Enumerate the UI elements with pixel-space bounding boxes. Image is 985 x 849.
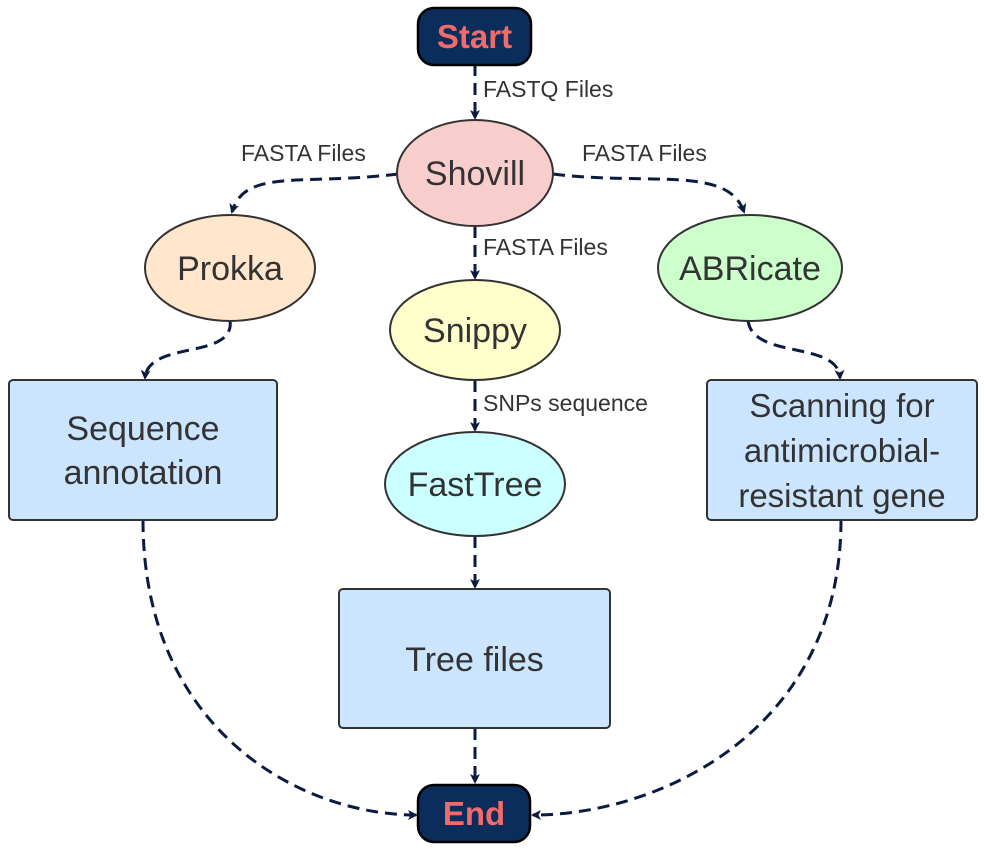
edge-shovill-abricate <box>552 172 747 214</box>
sequence-annotation-label-line1: Sequence <box>66 410 219 448</box>
edge-labels: FASTQ Files FASTA Files FASTA Files FAST… <box>241 76 707 416</box>
tree-files-label: Tree files <box>405 641 544 679</box>
prokka-label: Prokka <box>177 250 283 288</box>
label-fasta-files-center: FASTA Files <box>483 234 608 260</box>
abricate-node: ABRicate <box>657 214 843 322</box>
edge-prokka-annotation <box>140 319 232 380</box>
edges <box>140 64 845 820</box>
shovill-node: Shovill <box>396 119 554 227</box>
sequence-annotation-label-line2: annotation <box>64 454 223 492</box>
edge-shovill-prokka <box>229 172 399 214</box>
label-fasta-files-right: FASTA Files <box>582 140 707 166</box>
snippy-label: Snippy <box>423 312 527 350</box>
tree-files-node: Tree files <box>338 588 611 729</box>
scanning-label-line2: antimicrobial- <box>744 432 940 469</box>
edge-scanning-end <box>531 519 843 820</box>
prokka-node: Prokka <box>144 214 316 322</box>
fasttree-node: FastTree <box>384 431 566 537</box>
end-node: End <box>416 783 532 844</box>
scanning-node: Scanning for antimicrobial- resistant ge… <box>706 379 978 521</box>
edge-annotation-end <box>141 519 418 820</box>
shovill-label: Shovill <box>425 155 525 193</box>
start-node: Start <box>416 6 533 67</box>
start-label: Start <box>437 18 512 55</box>
snippy-node: Snippy <box>389 279 561 381</box>
end-label: End <box>443 795 505 832</box>
fasttree-label: FastTree <box>408 466 543 504</box>
edge-abricate-scanning <box>746 319 845 380</box>
abricate-label: ABRicate <box>679 250 821 288</box>
label-fasta-files-left: FASTA Files <box>241 140 366 166</box>
scanning-label-line3: resistant gene <box>738 477 945 514</box>
label-snps-sequence: SNPs sequence <box>483 390 648 416</box>
label-fastq-files: FASTQ Files <box>483 76 613 102</box>
scanning-label-line1: Scanning for <box>749 387 934 424</box>
sequence-annotation-node: Sequence annotation <box>8 379 278 521</box>
